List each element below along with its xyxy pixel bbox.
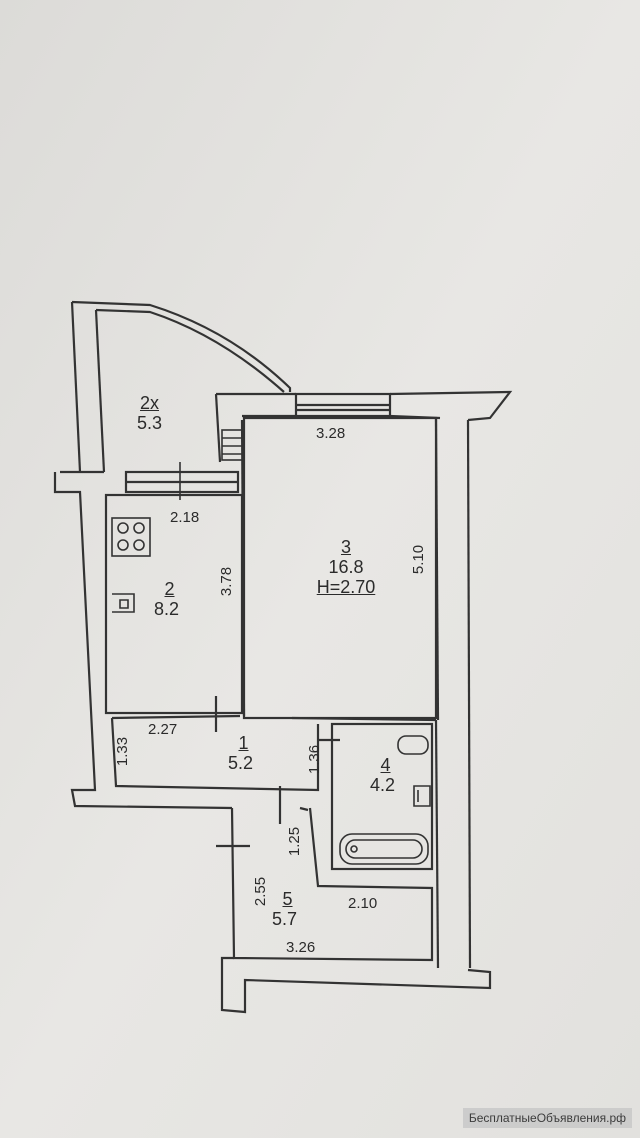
burner xyxy=(117,522,129,534)
burner xyxy=(133,522,145,534)
burner xyxy=(133,539,145,551)
dimension-hall-height: 1.33 xyxy=(114,736,132,767)
room-1-number: 1 xyxy=(238,733,249,753)
room-3-label: 3 16.8 H=2.70 xyxy=(306,538,386,596)
outer-wall xyxy=(53,470,309,812)
room-4-area: 4.2 xyxy=(370,775,396,795)
room-2-label: 2 8.2 xyxy=(154,579,179,618)
dimension-hall-width: 2.27 xyxy=(148,721,178,738)
wash-basin-icon xyxy=(397,735,429,755)
stair-hatch xyxy=(221,429,245,461)
room-1-area: 5.2 xyxy=(228,753,254,773)
room-3-number: 3 xyxy=(340,537,351,557)
room-1-outline xyxy=(110,714,437,792)
dimension-storage-width: 2.10 xyxy=(348,895,378,912)
bottom-right-wall xyxy=(220,956,492,1014)
dimension-room3-length: 5.10 xyxy=(410,544,428,575)
right-wall-outer xyxy=(466,419,472,969)
kitchen-sink-icon xyxy=(112,593,135,613)
room-1-label: 1 5.2 xyxy=(228,733,253,772)
room-2x-number: 2х xyxy=(140,393,160,413)
dimension-passage: 1.25 xyxy=(286,826,304,857)
stove-icon xyxy=(111,517,151,557)
room-4-label: 4 4.2 xyxy=(370,755,395,794)
room-4-outline xyxy=(330,722,434,871)
room-5-number: 5 xyxy=(282,889,293,909)
room-5-outline xyxy=(230,807,434,962)
dimension-top-room3: 3.28 xyxy=(316,425,346,442)
balcony-outline xyxy=(71,300,292,392)
balcony-left-inner xyxy=(94,309,106,473)
room-4-number: 4 xyxy=(380,755,391,775)
room-3-area: 16.8 xyxy=(328,557,364,577)
room-2-number: 2 xyxy=(164,579,175,599)
dimension-storage-height: 2.55 xyxy=(252,876,270,907)
toilet-icon xyxy=(413,785,431,807)
dimension-kitchen-width: 2.18 xyxy=(170,509,200,526)
balcony-inner xyxy=(95,308,285,393)
dimension-storage-bottom: 3.26 xyxy=(286,939,316,956)
top-left-wall xyxy=(214,393,222,463)
bathtub-inner xyxy=(345,839,423,859)
right-wall-lower xyxy=(434,719,440,969)
outer-wall-top xyxy=(216,390,513,422)
dimension-corridor: 1.36 xyxy=(306,744,324,775)
burner xyxy=(117,539,129,551)
room-2-area: 8.2 xyxy=(154,599,180,619)
room-2-outline xyxy=(104,493,244,715)
drain xyxy=(350,845,358,853)
room-2x-area: 5.3 xyxy=(137,413,163,433)
room-2x-label: 2х 5.3 xyxy=(137,394,162,432)
bathtub-icon xyxy=(339,833,429,865)
room-5-area: 5.7 xyxy=(272,909,298,929)
watermark: БесплатныеОбъявления.рф xyxy=(462,1108,632,1128)
room-5-label: 5 5.7 xyxy=(272,889,297,928)
balcony-left-wall xyxy=(70,301,82,473)
dimension-kitchen-length: 3.78 xyxy=(218,566,236,597)
room-3-height: H=2.70 xyxy=(316,577,376,597)
